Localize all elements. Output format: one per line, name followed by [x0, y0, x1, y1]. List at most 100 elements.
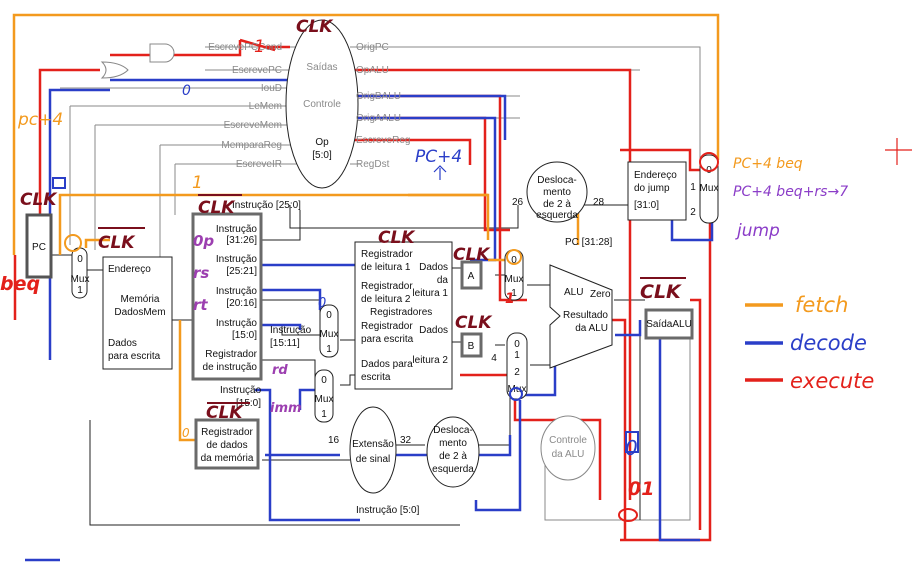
mux-origbalu: 0 1 2 Mux 4 — [491, 332, 528, 400]
mux-regdst: 0 Mux 1 — [319, 304, 339, 358]
fetch-wires — [12, 13, 720, 442]
side-notes: PC+4 beq PC+4 beq+rs→7 jump — [733, 156, 848, 241]
legend-decode: decode — [790, 331, 867, 355]
signal-escrevepc: EscrevePC — [232, 65, 282, 76]
legend-fetch: fetch — [795, 293, 848, 317]
clk-control: CLK — [296, 17, 334, 37]
pc-register: PC — [25, 213, 53, 279]
digit-0-top: 0 — [182, 83, 191, 99]
instr-15-11-b: [15:11] — [270, 338, 300, 349]
ir-15-0-a: Instrução — [216, 318, 258, 329]
jump-line1: Endereço — [634, 170, 677, 181]
clk-b: CLK — [455, 313, 493, 333]
alu-label: ALU — [564, 287, 583, 298]
rf-re-a: Registrador — [361, 321, 413, 332]
control-left-signals: EscrevePCCond EscrevePC IouD LeMem Escre… — [208, 42, 282, 170]
shift-bottom-4: esquerda — [432, 464, 474, 475]
rf-dl2-b: leitura 2 — [412, 355, 448, 366]
mdr-line3: da memória — [201, 453, 254, 464]
alu-out-register: SaídaALU — [644, 308, 694, 340]
clk-annotations: CLK CLK CLK CLK CLK CLK CLK CLK CLK — [20, 17, 682, 423]
mux-memparareg-label: Mux — [315, 394, 334, 405]
ir-25-21-b: [25:21] — [226, 266, 257, 277]
jump-line2: do jump — [634, 183, 670, 194]
alu-zero-label: Zero — [590, 289, 611, 300]
shift-left-bottom: Desloca- mento de 2 à esquerda — [426, 416, 480, 488]
rf-rl1-b: de leitura 1 — [361, 262, 411, 273]
shift-left-top: Desloca- mento de 2 à esquerda — [526, 161, 588, 223]
clk-ir: CLK — [198, 198, 236, 218]
mux-iou-d-sel1: 1 — [77, 285, 83, 296]
shift-bottom-2: mento — [439, 438, 467, 449]
shift-top-3: de 2 à — [543, 199, 571, 210]
memory-dados-1: Dados — [108, 338, 137, 349]
control-op-bits-label: [5:0] — [312, 150, 332, 161]
alu-out-label: SaídaALU — [646, 319, 692, 330]
mux-origpc-sel2: 2 — [690, 207, 696, 218]
alu-control-2: da ALU — [552, 449, 585, 460]
mux-iou-d-sel0: 0 — [77, 254, 83, 265]
memory-endereco-label: Endereço — [108, 264, 151, 275]
note-line3: jump — [735, 221, 780, 241]
alu: ALU Zero Resultado da ALU — [549, 264, 613, 369]
memory-title-2: DadosMem — [114, 307, 165, 318]
pc4-mid: PC+4 — [415, 147, 462, 167]
sign-extend-2: de sinal — [356, 454, 390, 465]
rf-de-a: Dados para — [361, 359, 413, 370]
pc4-left: pc+4 — [17, 110, 63, 130]
mux-memparareg-sel0: 0 — [321, 375, 327, 386]
signal-origbalu: OrigBALU — [356, 91, 401, 102]
ir-31-26-b: [31:26] — [226, 235, 257, 246]
signal-lemem: LeMem — [249, 101, 282, 112]
digit-1-top: 1 — [254, 37, 265, 57]
clk-aluout: CLK — [640, 281, 682, 303]
memory-data-register: Registrador de dados da memória — [194, 418, 260, 470]
instr-5-0-label: Instrução [5:0] — [356, 505, 420, 516]
clk-a: CLK — [453, 245, 491, 265]
blue-annotations: PC+4 0 0 0 — [182, 83, 638, 460]
ir-25-21-a: Instrução — [216, 254, 258, 265]
instr-15-11-a: Instrução — [270, 325, 312, 336]
sign-extend-1: Extensão — [352, 439, 394, 450]
register-b: B — [460, 332, 483, 358]
jump-line3: [31:0] — [634, 200, 659, 211]
signal-escrevemem: EscreveMem — [224, 120, 282, 131]
mux-origaalu-sel1: 1 — [511, 288, 517, 299]
orange-annotations: pc+4 1 1 0 — [17, 37, 265, 440]
ir-title-1: Registrador — [205, 349, 257, 360]
mux-origpc-sel1: 1 — [690, 182, 696, 193]
mux-regdst-sel1: 1 — [326, 344, 332, 355]
and-or-gates — [100, 43, 175, 79]
rf-dl1-a: Dados — [419, 262, 448, 273]
rf-rl2-b: de leitura 2 — [361, 294, 411, 305]
mux-regdst-label: Mux — [320, 329, 339, 340]
rf-dl1-c: leitura 1 — [412, 288, 448, 299]
mdr-line1: Registrador — [201, 427, 253, 438]
shift-bottom-1: Desloca- — [433, 425, 472, 436]
instruction-register: Instrução [31:26] Instrução [25:21] Inst… — [191, 212, 263, 381]
mux-origbalu-sel1: 1 — [514, 350, 520, 361]
clk-memory: CLK — [98, 233, 136, 253]
register-file: Registrador de leitura 1 Registrador de … — [354, 241, 453, 390]
signal-opalu: OpALU — [356, 65, 389, 76]
signal-origaalu: OrigAALU — [356, 113, 401, 124]
control-saidas-label: Saídas — [306, 62, 337, 73]
shift-top-2: mento — [543, 187, 571, 198]
mux-origpc-label: Mux — [700, 183, 719, 194]
ir-31-26-a: Instrução — [216, 224, 258, 235]
op-mark: 0p — [193, 232, 214, 250]
bits-26: 26 — [512, 197, 524, 208]
mux-origbalu-label: Mux — [508, 384, 527, 395]
rf-title: Registradores — [370, 307, 432, 318]
alu-result-b: da ALU — [575, 323, 608, 334]
clk-pc: CLK — [20, 190, 58, 210]
mdr-line2: de dados — [206, 440, 247, 451]
ir-title-2: de instrução — [203, 362, 258, 373]
note-line1: PC+4 beq — [733, 156, 803, 172]
rf-rl2-a: Registrador — [361, 281, 413, 292]
control-controle-label: Controle — [303, 99, 341, 110]
jump-address-box: Endereço do jump [31:0] — [627, 161, 687, 221]
alu-control-1: Controle — [549, 435, 587, 446]
control-unit: Saídas Controle Op [5:0] — [285, 19, 359, 189]
